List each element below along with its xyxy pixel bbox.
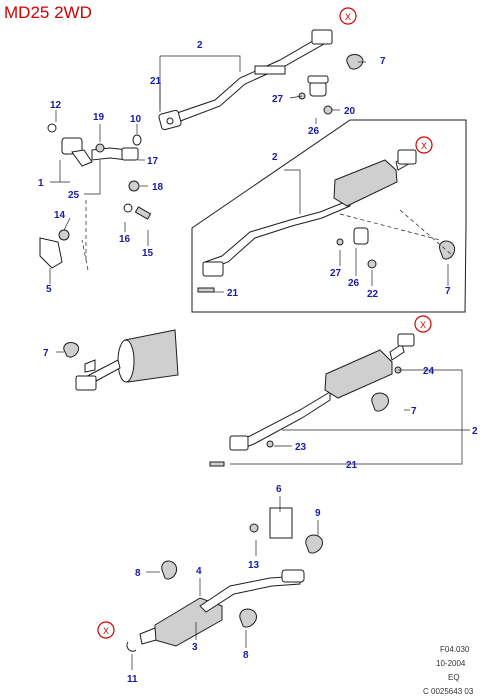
page-title: MD25 2WD bbox=[4, 3, 92, 22]
not-serviced-marker: X bbox=[414, 315, 432, 333]
callout-2: 2 bbox=[472, 426, 478, 437]
rubber-hanger-icon bbox=[161, 560, 178, 580]
callout-13: 13 bbox=[248, 560, 260, 571]
damper-icon bbox=[353, 227, 369, 245]
callout-27: 27 bbox=[272, 94, 284, 105]
washer-icon bbox=[123, 203, 133, 213]
bolt-icon bbox=[336, 238, 344, 246]
rubber-hanger-icon bbox=[239, 608, 258, 628]
callout-27: 27 bbox=[330, 268, 342, 279]
leader-lines bbox=[49, 55, 470, 670]
callout-21: 21 bbox=[150, 76, 162, 87]
nut-icon bbox=[367, 259, 377, 269]
callout-numbers: 2 21 7 27 20 26 12 19 10 17 18 1 25 14 1… bbox=[38, 40, 478, 685]
callout-2: 2 bbox=[272, 152, 278, 163]
callout-26: 26 bbox=[348, 278, 360, 289]
not-serviced-marker: X bbox=[97, 621, 115, 639]
callout-5: 5 bbox=[46, 284, 52, 295]
not-serviced-marker: X bbox=[415, 136, 433, 154]
callout-10: 10 bbox=[130, 114, 142, 125]
nut-icon bbox=[323, 105, 333, 115]
callout-7: 7 bbox=[411, 406, 417, 417]
bolt-icon bbox=[249, 523, 259, 533]
figure-ref: F04.030 bbox=[440, 645, 470, 654]
callout-26: 26 bbox=[308, 126, 320, 137]
rubber-hanger-icon bbox=[439, 240, 456, 260]
gasket-icon bbox=[132, 134, 142, 146]
rubber-hanger-icon bbox=[63, 342, 80, 358]
callout-7: 7 bbox=[445, 286, 451, 297]
svg-text:X: X bbox=[420, 320, 426, 330]
nut-icon bbox=[128, 180, 140, 192]
callout-6: 6 bbox=[276, 484, 282, 495]
callout-8: 8 bbox=[135, 568, 141, 579]
damper-icon bbox=[309, 81, 327, 97]
callout-21: 21 bbox=[227, 288, 239, 299]
catalytic-converter-middle bbox=[229, 333, 415, 451]
detail-box bbox=[191, 119, 467, 313]
rubber-hanger-icon bbox=[346, 54, 364, 70]
not-serviced-marker: X bbox=[339, 7, 357, 25]
callout-23: 23 bbox=[295, 442, 307, 453]
callout-24: 24 bbox=[423, 366, 435, 377]
region-code: EQ bbox=[448, 673, 460, 682]
stud-icon bbox=[197, 287, 215, 293]
callout-15: 15 bbox=[142, 248, 154, 259]
svg-text:X: X bbox=[421, 141, 427, 151]
callout-18: 18 bbox=[152, 182, 164, 193]
callout-21: 21 bbox=[346, 460, 358, 471]
stud-icon bbox=[134, 206, 152, 220]
callout-11: 11 bbox=[127, 674, 138, 685]
callout-3: 3 bbox=[192, 642, 198, 653]
callout-8: 8 bbox=[243, 650, 249, 661]
front-pipe-upper bbox=[158, 29, 333, 131]
callout-1: 1 bbox=[38, 178, 44, 189]
callout-20: 20 bbox=[344, 106, 356, 117]
svg-text:X: X bbox=[345, 12, 351, 22]
callout-16: 16 bbox=[119, 234, 131, 245]
callout-19: 19 bbox=[93, 112, 105, 123]
revision-date: 10-2004 bbox=[436, 659, 466, 668]
callout-7: 7 bbox=[380, 56, 386, 67]
catalytic-converter-upper bbox=[202, 149, 417, 277]
clamp-icon bbox=[126, 641, 137, 652]
rear-muffler bbox=[139, 569, 305, 647]
callout-14: 14 bbox=[54, 210, 66, 221]
bolt-icon bbox=[58, 229, 70, 241]
bracket-icon bbox=[39, 237, 63, 269]
callout-2: 2 bbox=[197, 40, 203, 51]
callout-25: 25 bbox=[68, 190, 80, 201]
resonator-pipe-left bbox=[75, 329, 179, 391]
callout-7: 7 bbox=[43, 348, 49, 359]
rubber-hanger-icon bbox=[371, 392, 390, 412]
footer-reference: F04.030 10-2004 EQ C 0025643 03 bbox=[423, 645, 474, 696]
clamp-icon bbox=[266, 440, 274, 448]
stud-icon bbox=[209, 461, 225, 467]
callout-12: 12 bbox=[50, 100, 62, 111]
callout-9: 9 bbox=[315, 508, 321, 519]
bracket-icon bbox=[269, 507, 293, 539]
document-code: C 0025643 03 bbox=[423, 687, 474, 696]
callout-22: 22 bbox=[367, 289, 379, 300]
callout-17: 17 bbox=[147, 156, 159, 167]
manifold-pipe bbox=[47, 123, 139, 167]
svg-text:X: X bbox=[103, 626, 109, 636]
callout-4: 4 bbox=[196, 566, 202, 577]
rubber-hanger-icon bbox=[305, 534, 324, 554]
